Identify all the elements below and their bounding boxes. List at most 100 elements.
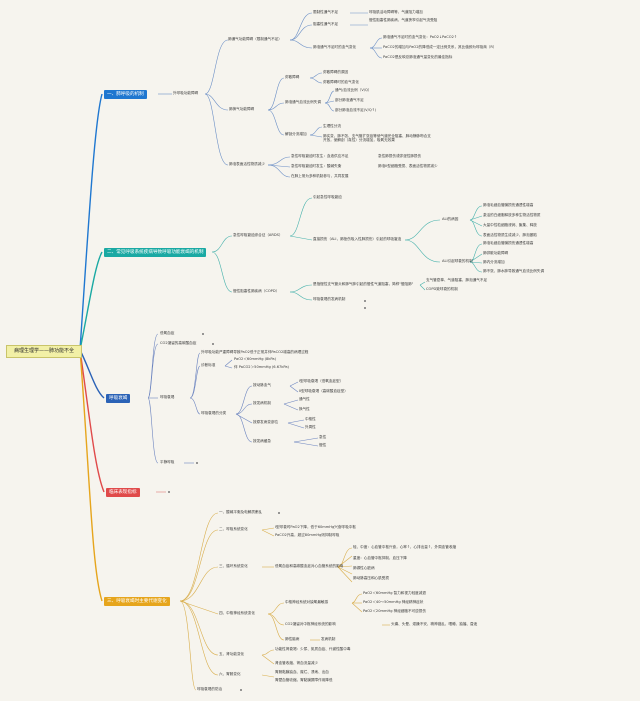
b3-n5[interactable]: 呼吸衰竭的分类	[201, 411, 227, 415]
b1-n10a[interactable]: 急性呼吸窘迫时发生：血液供应不足	[291, 154, 349, 158]
b5-n2a[interactable]: I型呼衰时PaO2下降，低于60mmHg兴奋呼吸中枢	[275, 525, 356, 529]
b2-n3d[interactable]: 表面活性物质生成减少、肺泡萎陷	[483, 233, 537, 237]
b2-n2[interactable]: ALI的病因	[442, 217, 459, 221]
b1-n4a[interactable]: 慢性阻塞性肺疾病，气道狭窄引起气流受阻	[369, 18, 438, 22]
b5-n4a[interactable]: 中枢神经系统对缺氧最敏感	[285, 600, 329, 604]
b5-n4d[interactable]: PaO2＜20mmHg 神经细胞不可逆损伤	[363, 609, 426, 613]
b1-n2[interactable]: 肺通气功能障碍（限制通气不足）	[228, 37, 282, 41]
b2-n1a[interactable]: 引起急性呼吸窘迫	[313, 195, 342, 199]
b1-n7[interactable]: 弥散障碍	[285, 75, 300, 79]
b2-n1[interactable]: 急性呼吸窘迫综合征（ARDS）	[233, 233, 283, 237]
b3-n3b[interactable]: PaO2＜60mmHg (8kPa)	[234, 357, 276, 361]
b1-n10c[interactable]: 在肺上常为多种机制参与，共同发展	[291, 174, 349, 178]
b3-n1[interactable]: 低氧血症	[160, 331, 175, 335]
b1-n8b[interactable]: 部分肺泡通气不足	[335, 98, 364, 102]
b1-n4[interactable]: 阻塞性通气不足	[313, 22, 339, 26]
b1-n10e[interactable]: 肺泡II型细胞受损、表面活性物质减少	[378, 164, 438, 168]
b3-n2[interactable]: CO2潴留的高碳酸血症	[160, 341, 197, 345]
b3-n7[interactable]: 按发病机制	[253, 401, 271, 405]
hub-branch-4[interactable]: 临床表现指标	[106, 488, 140, 497]
b3-n3[interactable]: 呼吸衰竭	[160, 395, 175, 399]
collapsed-marker[interactable]	[202, 333, 204, 335]
b5-n4b[interactable]: PaO2＜60mmHg 智力和视力轻度减退	[363, 591, 426, 595]
b3-n9[interactable]: 按发病缓急	[253, 439, 271, 443]
b5-n5a[interactable]: 功能性肾衰竭：少尿、氮质血症、代谢性酸中毒	[275, 647, 351, 651]
b1-n5b[interactable]: PaCO2的增加与PaO2的降低成一定比例关系，其比值即为呼吸商（R）	[383, 45, 497, 49]
b3-n3a[interactable]: 诊断标准	[201, 363, 216, 367]
b3-n7b[interactable]: 换气性	[299, 407, 310, 411]
b3-n9a[interactable]: 急性	[319, 435, 327, 439]
b3-n9b[interactable]: 慢性	[319, 443, 327, 447]
collapsed-marker[interactable]	[168, 491, 170, 493]
b2-n5b[interactable]: 支气管痉挛、气道阻塞，肺泡通气不足	[426, 278, 488, 282]
b5-n3[interactable]: 三、循环系统变化	[219, 564, 248, 568]
b5-n6b[interactable]: 胃壁血管收缩，胃黏膜屏障作用降低	[275, 678, 333, 682]
b1-n9[interactable]: 解剖分流增加	[285, 132, 307, 136]
collapsed-marker[interactable]	[240, 689, 242, 691]
b5-n2b[interactable]: PaCO2升高，超过80mmHg则抑制呼吸	[275, 533, 340, 537]
b3-n6a[interactable]: I型呼吸衰竭（低氧血症型）	[299, 379, 344, 383]
b3-n6[interactable]: 按动脉血气	[253, 383, 271, 387]
b1-n6[interactable]: 肺换气功能障碍	[229, 107, 255, 111]
b5-n4c[interactable]: PaO2＜40～50mmHg 神经精神症状	[363, 600, 424, 604]
b1-n5[interactable]: 肺泡通气不足时的血气变化	[313, 45, 357, 49]
b2-n4d[interactable]: 肺不张、肺水肿导致通气血流比例失调	[483, 269, 545, 273]
b5-n4[interactable]: 四、中枢神经系统变化	[219, 611, 255, 615]
b5-n6a[interactable]: 胃肠黏膜缺血、糜烂、溃疡、出血	[275, 670, 329, 674]
b5-n7[interactable]: 呼吸衰竭的防治	[197, 687, 223, 691]
b2-n4c[interactable]: 肺内分流增加	[483, 260, 505, 264]
b1-n10d[interactable]: 急性肺损伤或弥漫性肺损伤	[378, 154, 422, 158]
b2-n3b[interactable]: 激活的白细胞释放多种生物活性物质	[483, 213, 541, 217]
b1-n7a[interactable]: 弥散障碍的原因	[323, 70, 349, 74]
b1-n10[interactable]: 肺泡表面活性物质减少	[229, 162, 265, 166]
b1-n8a[interactable]: 通气/血流比例（V/Q）	[335, 88, 372, 92]
b2-n3c[interactable]: 大量中性粒细胞浸润、聚集、释放	[483, 223, 537, 227]
b5-n4h[interactable]: 发病机制	[321, 637, 336, 641]
b2-n5d[interactable]: 呼吸衰竭的发病机制	[313, 297, 346, 301]
b1-n10b[interactable]: 急性呼吸窘迫时发生：酸碱失衡	[291, 164, 342, 168]
b5-n3c[interactable]: 重度：心血管中枢抑制，血压下降	[353, 556, 407, 560]
b3-n3c[interactable]: 伴 PaCO2＞50mmHg (6.67kPa)	[234, 365, 289, 369]
b5-n2[interactable]: 二、呼吸系统变化	[219, 527, 248, 531]
b5-n1[interactable]: 一、酸碱平衡及电解质紊乱	[219, 510, 263, 514]
b5-n3d[interactable]: 肺源性心脏病	[353, 566, 375, 570]
b1-n5c[interactable]: PaCO2是反映总肺泡通气量变化的最佳指标	[383, 55, 453, 59]
b2-n2a[interactable]: 直接损伤（ALI，肺挫伤吸入性肺损伤）引起的呼吸窘迫	[313, 237, 402, 241]
b5-n3b[interactable]: 轻、中度：心血管中枢兴奋，心率↑，心排出量↑，外周血管收缩	[353, 545, 457, 549]
b1-n9a[interactable]: 生理性分流	[323, 124, 341, 128]
b5-n6[interactable]: 六、胃肠变化	[219, 672, 241, 676]
hub-branch-2[interactable]: 二、常见呼吸系统疾病导致呼吸功能衰竭的机制	[104, 248, 207, 257]
b3-n4[interactable]: 外呼吸功能严重障碍导致PaO2低于正常并伴PaCO2增高的病理过程	[201, 350, 309, 354]
b2-n3a[interactable]: 肺泡毛细血管膜损伤通透性增高	[483, 203, 534, 207]
b1-n7b[interactable]: 弥散障碍时的血气变化	[323, 80, 359, 84]
b2-n5[interactable]: 慢性阻塞性肺疾病（COPD）	[233, 289, 280, 293]
b3-n8a[interactable]: 中枢性	[305, 417, 316, 421]
b3-n7a[interactable]: 通气性	[299, 397, 310, 401]
b5-n5[interactable]: 五、肾功能变化	[219, 652, 245, 656]
b1-n8c[interactable]: 部分肺泡血流不足(V/Q↑)	[335, 108, 377, 112]
root-node[interactable]: 病理生理学——肺功能不全	[6, 345, 82, 358]
b1-n3[interactable]: 限制性通气不足	[313, 10, 339, 14]
b5-n4f[interactable]: 头痛、头晕、烦躁不安、精神错乱、嗜睡、抽搐、昏迷	[391, 622, 478, 626]
b1-n3a[interactable]: 呼吸肌活动障碍等，气道阻力增加	[369, 10, 423, 14]
b2-n4[interactable]: ALI引起呼衰的机制	[442, 259, 473, 263]
b3-n8b[interactable]: 外周性	[305, 425, 316, 429]
b5-n3a[interactable]: 低氧血症和高碳酸血症对心血管系统的影响	[275, 564, 344, 568]
collapsed-marker[interactable]	[364, 307, 366, 309]
hub-branch-1[interactable]: 一、肺呼吸的机制	[104, 90, 147, 99]
b1-n8[interactable]: 肺泡通气血流比例失调	[285, 100, 321, 104]
b5-n4g[interactable]: 肺性脑病	[285, 637, 300, 641]
b5-n5b[interactable]: 肾血管收缩、肾血流量减少	[275, 661, 319, 665]
b2-n4a[interactable]: 肺泡毛细血管膜损伤通透性增高	[483, 241, 534, 245]
b3-n8[interactable]: 按原发病变部位	[253, 420, 279, 424]
b3-n10[interactable]: 平静呼吸	[160, 460, 175, 464]
b1-n5a[interactable]: 肺泡通气不足时的血气变化：PaO2↓PaCO2↑	[383, 35, 457, 39]
b2-n5a[interactable]: 是指慢性支气管炎和肺气肿引起的慢性气道阻塞，简称"慢阻肺"	[313, 282, 414, 286]
hub-branch-3[interactable]: 呼吸衰竭	[106, 394, 131, 403]
collapsed-marker[interactable]	[364, 300, 366, 302]
collapsed-marker[interactable]	[212, 343, 214, 345]
b2-n4b[interactable]: 肺弥散功能障碍	[483, 251, 509, 255]
b3-n6b[interactable]: II型呼吸衰竭（高碳酸血症型）	[299, 389, 348, 393]
b5-n3e[interactable]: 肺动脉高压和心肌受损	[353, 576, 389, 580]
collapsed-marker[interactable]	[196, 462, 198, 464]
